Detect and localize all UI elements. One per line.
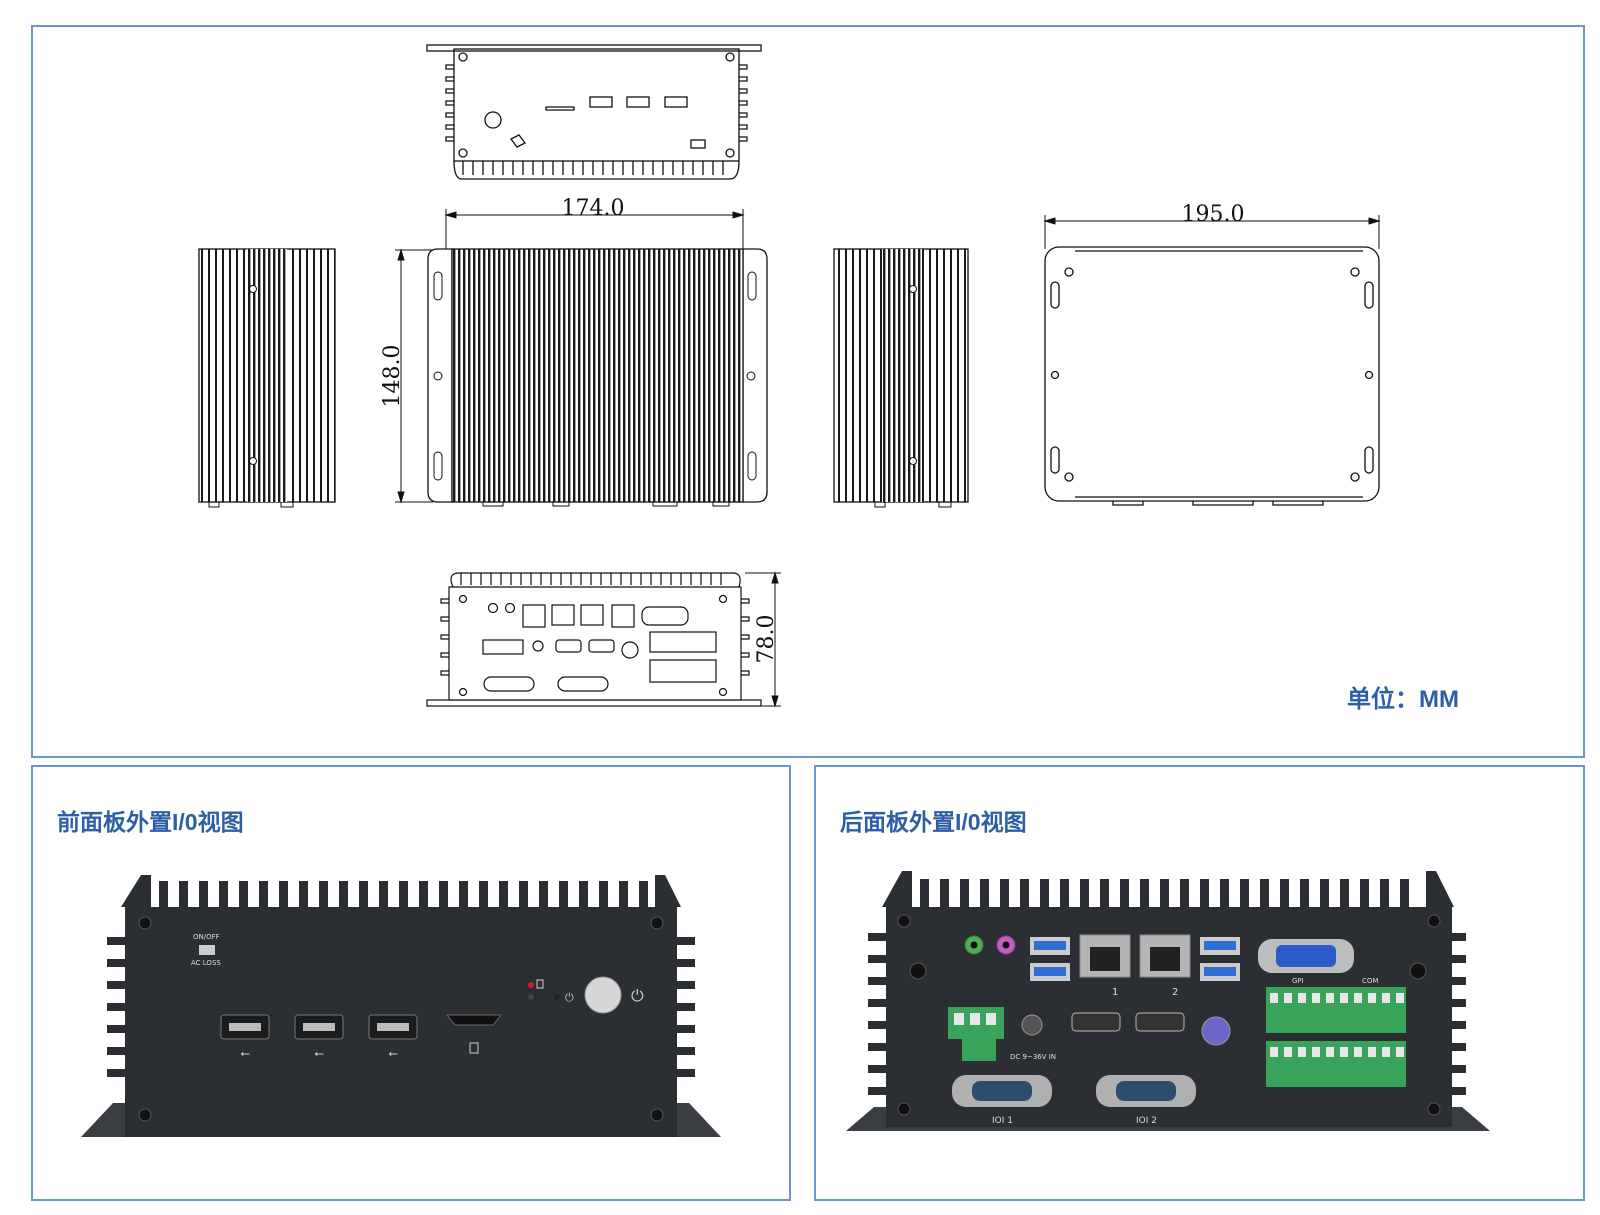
- rear-view: [426, 572, 762, 707]
- rear-panel-photo: 1 2 DC 9~36V IN: [846, 871, 1490, 1131]
- dimension-height: [395, 248, 433, 504]
- dimension-length: [1043, 215, 1381, 249]
- dimension-depth: [745, 571, 781, 708]
- usb-icon: ⭠: [314, 1046, 324, 1060]
- com-port-1[interactable]: [952, 1075, 1052, 1107]
- top-view: [426, 44, 762, 180]
- gpio-label: GPI: [1292, 977, 1304, 985]
- power-icon: ⏻: [631, 986, 644, 1005]
- dimension-length-label: 195.0: [1182, 202, 1245, 227]
- hdmi-port-1[interactable]: [1071, 1012, 1121, 1032]
- rear-panel-view: 后面板外置I/0视图: [814, 765, 1585, 1201]
- dimension-width: [444, 209, 745, 249]
- power-button[interactable]: [584, 976, 622, 1014]
- dc-jack[interactable]: [1021, 1014, 1043, 1036]
- dc-power-terminal[interactable]: [948, 1007, 1004, 1061]
- front-panel-photo: ON/OFF AC LOSS ⭠ ⭠ ⭠ ⏻ ⏻: [81, 875, 721, 1137]
- lan-2-label: 2: [1172, 987, 1178, 998]
- usb-icon: ⭠: [388, 1046, 398, 1060]
- power-led-icon: ⏻: [565, 991, 574, 1004]
- lan-port-2[interactable]: [1139, 934, 1191, 978]
- front-panel-view: 前面板外置I/0视图: [31, 765, 791, 1201]
- com-1-label: IOI 1: [992, 1116, 1013, 1126]
- rear-panel-title: 后面板外置I/0视图: [840, 809, 1027, 835]
- dc-input-label: DC 9~36V IN: [1010, 1053, 1056, 1061]
- left-side-view: [198, 248, 336, 508]
- bottom-view: [1044, 246, 1380, 506]
- switch-label-top: ON/OFF: [193, 933, 220, 941]
- dimension-height-label: 148.0: [380, 345, 405, 408]
- rear-usb-ports-right[interactable]: [1200, 937, 1240, 981]
- right-side-view: [833, 248, 969, 508]
- ps2-port[interactable]: [1201, 1016, 1231, 1046]
- dimension-depth-label: 78.0: [754, 615, 779, 664]
- com-label: COM: [1362, 977, 1378, 985]
- lan-1-label: 1: [1112, 987, 1118, 998]
- top-view-heatsink: [427, 248, 768, 507]
- front-usb-ports[interactable]: ⭠ ⭠ ⭠: [220, 1014, 418, 1060]
- sim-icon: [469, 1042, 479, 1054]
- front-heatsink-fins: [107, 875, 695, 1077]
- lan-port-1[interactable]: [1079, 934, 1131, 978]
- unit-label: 单位：MM: [1347, 686, 1459, 713]
- hdd-led-icon: [536, 979, 544, 989]
- com-port-2[interactable]: [1096, 1075, 1196, 1107]
- mechanical-drawing-panel: 174.0 148.0: [31, 25, 1585, 758]
- dimension-width-label: 174.0: [562, 196, 625, 221]
- mechanical-drawing: 174.0 148.0: [198, 44, 1381, 708]
- front-panel-title: 前面板外置I/0视图: [57, 809, 244, 835]
- hdmi-port-2[interactable]: [1135, 1012, 1185, 1032]
- switch-label-bottom: AC LOSS: [191, 959, 221, 967]
- sim-card-slot[interactable]: [445, 1014, 503, 1026]
- vga-port[interactable]: [1258, 939, 1354, 973]
- com-2-label: IOI 2: [1136, 1116, 1157, 1126]
- ac-loss-switch[interactable]: [199, 945, 215, 955]
- rear-usb-ports-left[interactable]: [1030, 937, 1070, 981]
- gpio-com-terminal-block[interactable]: [1266, 987, 1406, 1087]
- usb-icon: ⭠: [240, 1046, 250, 1060]
